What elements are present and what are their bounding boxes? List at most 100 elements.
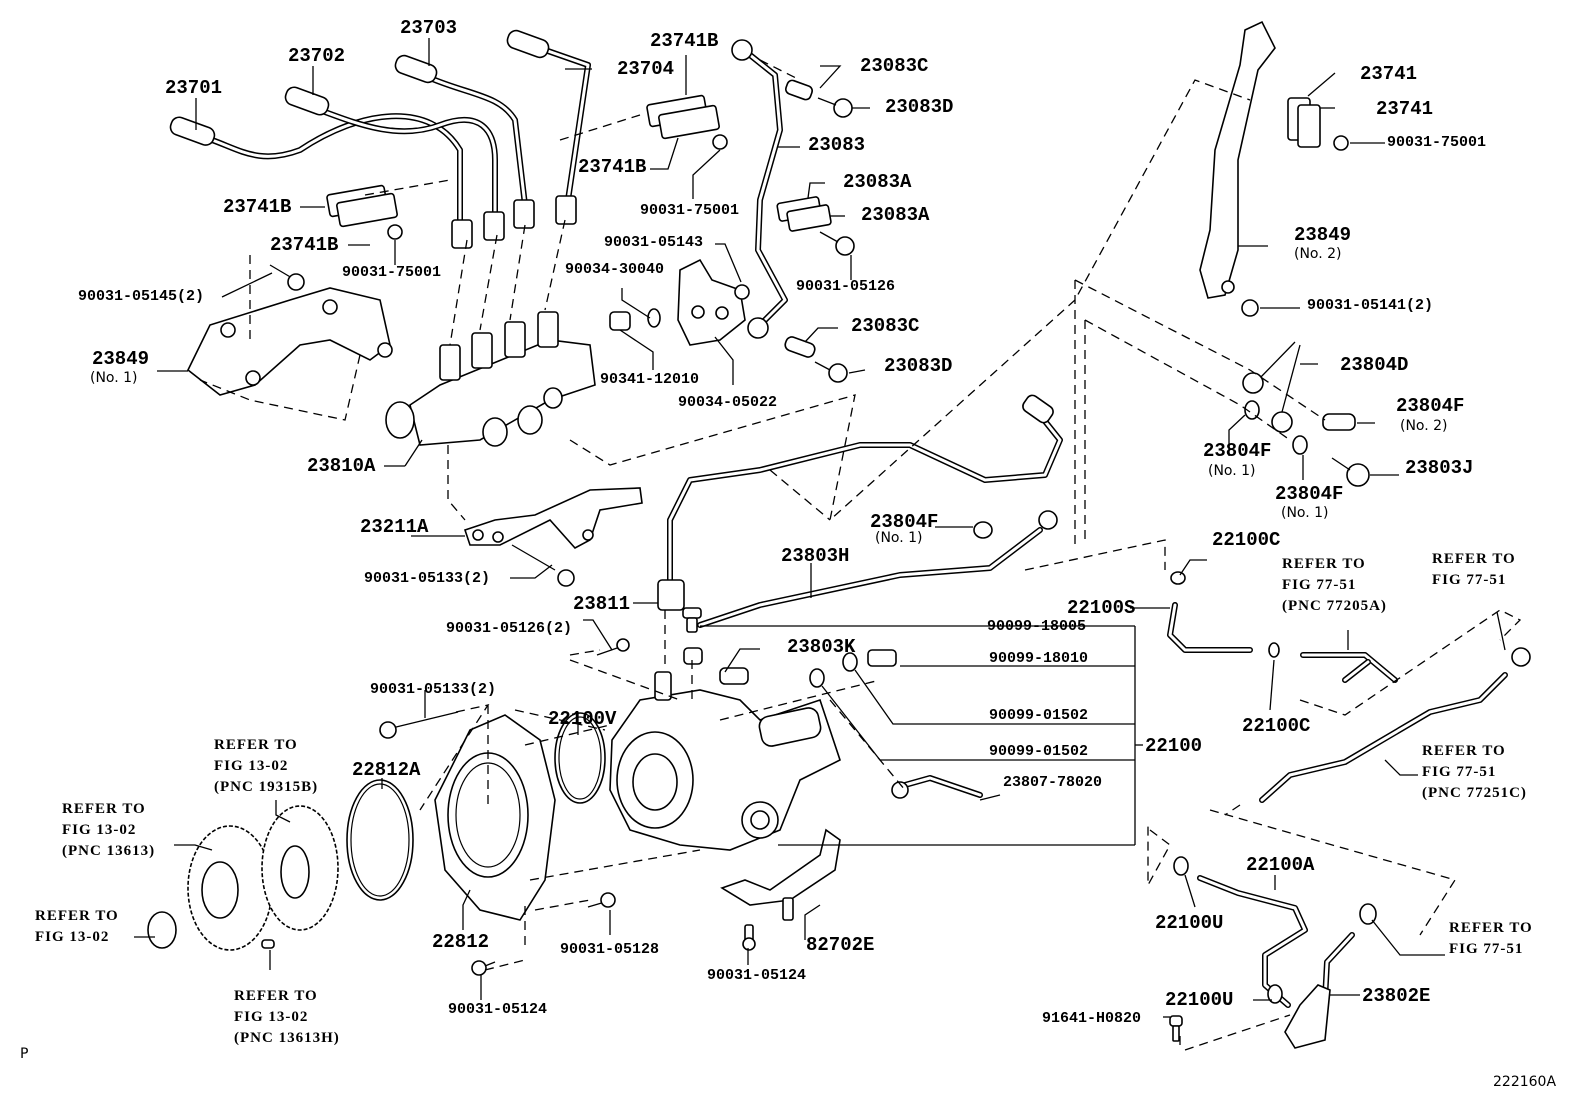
hose-23807-78020[interactable] <box>891 775 983 799</box>
pipe-23803H[interactable] <box>667 393 1063 628</box>
callout-22100A[interactable]: 22100A <box>1246 854 1315 876</box>
bolt-90031-05126-2[interactable] <box>596 638 630 656</box>
callout-90031-05133-b[interactable]: 90031-05133(2) <box>370 681 497 698</box>
callout-23804F-no1-c[interactable]: 23804F <box>870 511 939 533</box>
callout-23807-78020[interactable]: 23807-78020 <box>1003 774 1103 791</box>
bolt-90031-05143[interactable] <box>734 284 750 300</box>
ref-note-77-51-bot[interactable]: REFER TO FIG 77-51 <box>1449 920 1533 957</box>
callout-23741-b[interactable]: 23741 <box>1376 98 1434 120</box>
callout-90031-05145[interactable]: 90031-05145(2) <box>78 288 205 305</box>
callout-90099-18005[interactable]: 90099-18005 <box>987 618 1087 635</box>
bracket-82702E[interactable] <box>720 828 841 921</box>
bolt-90031-05124-a[interactable] <box>471 960 496 976</box>
bolt-90099-18010[interactable] <box>867 649 897 667</box>
hose-22100S[interactable] <box>1167 602 1253 653</box>
callout-23741B-left2[interactable]: 23741B <box>270 234 339 256</box>
callout-23083D-a[interactable]: 23083D <box>885 96 954 118</box>
callout-22100[interactable]: 22100 <box>1145 735 1203 757</box>
clip-23804F-no2[interactable] <box>1322 413 1356 431</box>
callout-90031-05128[interactable]: 90031-05128 <box>560 941 660 958</box>
callout-90031-05141[interactable]: 90031-05141(2) <box>1307 297 1434 314</box>
callout-23083C-b[interactable]: 23083C <box>851 315 920 337</box>
callout-23083[interactable]: 23083 <box>808 134 866 156</box>
callout-90034-30040[interactable]: 90034-30040 <box>565 261 665 278</box>
o-ring-22100V[interactable] <box>554 712 606 804</box>
clamp-23083A[interactable] <box>776 196 832 232</box>
plug-90341-12010[interactable] <box>609 311 631 331</box>
callout-23704[interactable]: 23704 <box>617 58 675 80</box>
pipe-23083[interactable] <box>731 39 788 339</box>
clip-23083C-a[interactable] <box>784 79 814 101</box>
washer-23804F-no1-a[interactable] <box>1244 400 1260 420</box>
callout-90034-05022[interactable]: 90034-05022 <box>678 394 778 411</box>
callout-90031-05143[interactable]: 90031-05143 <box>604 234 704 251</box>
callout-23083D-b[interactable]: 23083D <box>884 355 953 377</box>
callout-23804D[interactable]: 23804D <box>1340 354 1409 376</box>
callout-23803H[interactable]: 23803H <box>781 545 850 567</box>
ref-note-13613H[interactable]: REFER TO FIG 13-02 (PNC 13613H) <box>234 988 340 1046</box>
callout-23083A-a[interactable]: 23083A <box>843 171 912 193</box>
valve-housing-90034-05022[interactable] <box>677 258 746 346</box>
callout-90031-05126[interactable]: 90031-05126 <box>796 278 896 295</box>
injection-pipe-23704[interactable] <box>505 28 591 225</box>
injection-pipe-23703[interactable] <box>393 53 535 229</box>
callout-23702[interactable]: 23702 <box>288 45 346 67</box>
callout-23211A[interactable]: 23211A <box>360 516 429 538</box>
callout-91641-H0820[interactable]: 91641-H0820 <box>1042 1010 1142 1027</box>
callout-23741B-mid[interactable]: 23741B <box>578 156 647 178</box>
bolt-90031-05141[interactable] <box>1241 299 1259 317</box>
clamp-23741B-left[interactable] <box>326 184 403 240</box>
hose-22100A[interactable] <box>1197 875 1308 1008</box>
bolt-23083D-b[interactable] <box>814 361 848 383</box>
nut-23811[interactable] <box>657 579 685 611</box>
callout-23802E[interactable]: 23802E <box>1362 985 1431 1007</box>
washer-23804F-no1-b[interactable] <box>1292 435 1308 455</box>
callout-82702E[interactable]: 82702E <box>806 934 875 956</box>
bolt-23803J[interactable] <box>1331 457 1370 487</box>
clamp-23741-right[interactable] <box>1287 97 1349 151</box>
callout-22812A[interactable]: 22812A <box>352 759 421 781</box>
callout-23811[interactable]: 23811 <box>573 593 631 615</box>
clamp-22100C-a[interactable] <box>1170 571 1186 585</box>
callout-23083C-a[interactable]: 23083C <box>860 55 929 77</box>
ref-note-13-02[interactable]: REFER TO FIG 13-02 <box>35 908 119 945</box>
callout-90031-75001-a[interactable]: 90031-75001 <box>342 264 442 281</box>
clip-23083C-b[interactable] <box>784 335 817 358</box>
gasket-90099-01502-a[interactable] <box>842 652 858 672</box>
callout-90031-75001-b[interactable]: 90031-75001 <box>640 202 740 219</box>
callout-23701[interactable]: 23701 <box>165 77 223 99</box>
callout-90341-12010[interactable]: 90341-12010 <box>600 371 700 388</box>
bolt-91641-H0820[interactable] <box>1169 1015 1183 1042</box>
ref-note-77251C[interactable]: REFER TO FIG 77-51 (PNC 77251C) <box>1422 743 1527 801</box>
callout-22812[interactable]: 22812 <box>432 931 490 953</box>
housing-22812[interactable] <box>434 714 556 921</box>
callout-23083A-b[interactable]: 23083A <box>861 204 930 226</box>
bolt-90031-05124-b[interactable] <box>742 924 756 951</box>
callout-22100U-a[interactable]: 22100U <box>1155 912 1224 934</box>
callout-22100U-b[interactable]: 22100U <box>1165 989 1234 1011</box>
callout-23810A[interactable]: 23810A <box>307 455 376 477</box>
callout-90099-01502-b[interactable]: 90099-01502 <box>989 743 1089 760</box>
injection-pump-22100[interactable] <box>609 671 841 851</box>
callout-90031-05124-a[interactable]: 90031-05124 <box>448 1001 548 1018</box>
callout-23849-no1[interactable]: 23849 <box>92 348 150 370</box>
gasket-90034-30040[interactable] <box>647 308 661 328</box>
injection-pipe-23702[interactable] <box>283 85 505 241</box>
bolt-90031-05126[interactable] <box>819 231 855 256</box>
callout-23849-no2[interactable]: 23849 <box>1294 224 1352 246</box>
callout-90031-05133-a[interactable]: 90031-05133(2) <box>364 570 491 587</box>
callout-23803J[interactable]: 23803J <box>1405 457 1474 479</box>
callout-90031-05124-b[interactable]: 90031-05124 <box>707 967 807 984</box>
callout-22100C-a[interactable]: 22100C <box>1212 529 1281 551</box>
callout-22100V[interactable]: 22100V <box>548 708 617 730</box>
callout-23804F-no2[interactable]: 23804F <box>1396 395 1465 417</box>
callout-23803K[interactable]: 23803K <box>787 636 856 658</box>
ref-note-19315B[interactable]: REFER TO FIG 13-02 (PNC 19315B) <box>214 737 319 795</box>
bolt-90031-05145[interactable] <box>269 264 305 291</box>
callout-23804F-no1-b[interactable]: 23804F <box>1275 483 1344 505</box>
callout-23703[interactable]: 23703 <box>400 17 458 39</box>
banjo-23803K[interactable] <box>683 647 749 685</box>
callout-90099-18010[interactable]: 90099-18010 <box>989 650 1089 667</box>
clamp-23741B-top[interactable] <box>646 94 728 150</box>
callout-90031-05126-2[interactable]: 90031-05126(2) <box>446 620 573 637</box>
